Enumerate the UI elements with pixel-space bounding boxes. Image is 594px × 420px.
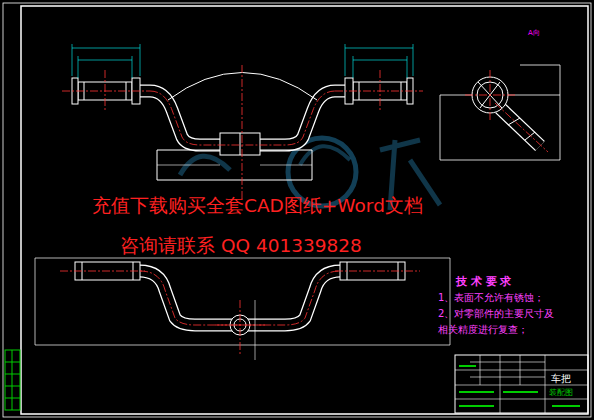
watermark: 充值下载购买全套CAD图纸+Word文档 (92, 196, 423, 216)
title-cell: 装配图 (549, 389, 573, 398)
view-label: A向 (528, 30, 540, 38)
note-heading: 技 术 要 求 (456, 276, 512, 288)
note-line: 2、对零部件的主要尺寸及 (438, 308, 554, 319)
note-line: 1、表面不允许有锈蚀； (438, 292, 544, 303)
title-cell: 车把 (551, 373, 571, 384)
watermark: 咨询请联系 QQ 401339828 (120, 236, 362, 256)
note-line: 相关精度进行复查； (438, 324, 528, 335)
